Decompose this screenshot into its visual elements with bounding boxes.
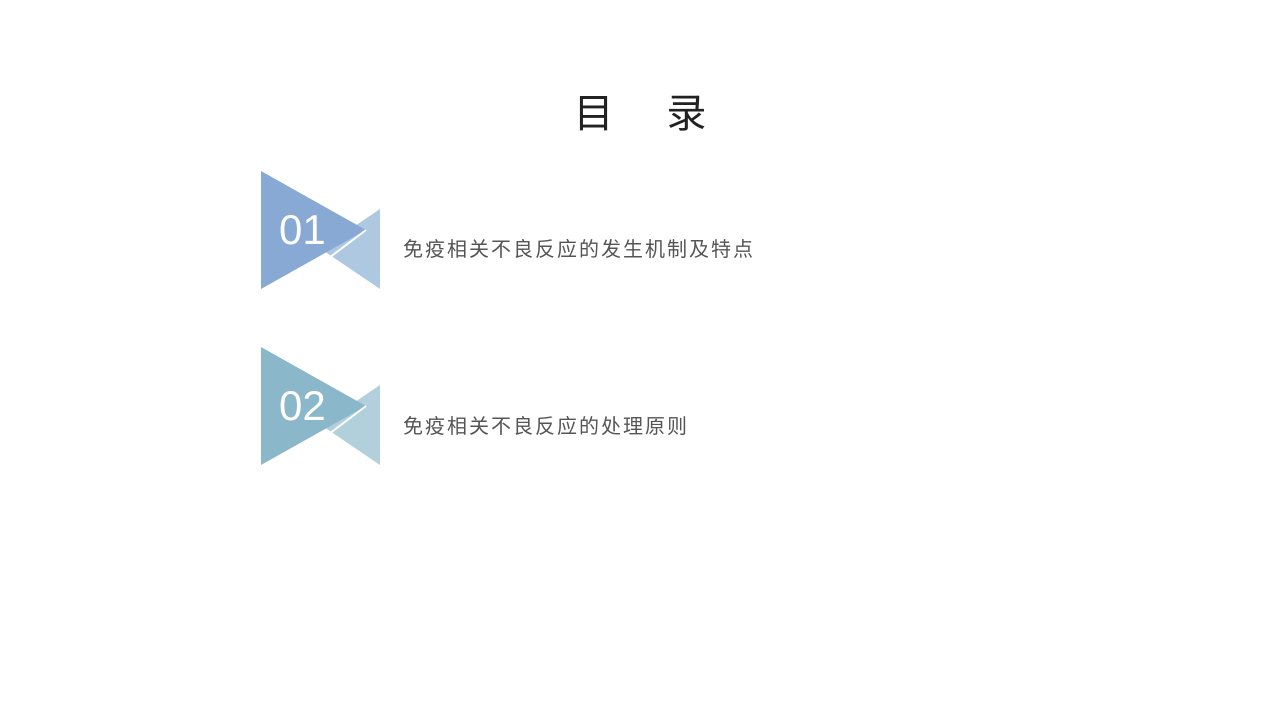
triangle-secondary <box>321 385 380 465</box>
toc-item-02[interactable]: 02 免疫相关不良反应的处理原则 <box>261 347 861 467</box>
toc-item-01[interactable]: 01 免疫相关不良反应的发生机制及特点 <box>261 171 861 291</box>
toc-item-label: 免疫相关不良反应的处理原则 <box>403 414 689 438</box>
triangle-marker-icon <box>261 347 380 465</box>
triangle-marker-icon <box>261 171 380 289</box>
triangle-secondary <box>321 209 380 289</box>
toc-item-label: 免疫相关不良反应的发生机制及特点 <box>403 237 755 261</box>
triangle-divider <box>320 229 367 265</box>
triangle-divider <box>320 405 367 441</box>
page-title: 目 录 <box>573 91 727 137</box>
triangle-main <box>261 347 366 465</box>
triangle-main <box>261 171 366 289</box>
toc-item-number: 01 <box>279 206 326 253</box>
toc-item-number: 02 <box>279 382 326 429</box>
